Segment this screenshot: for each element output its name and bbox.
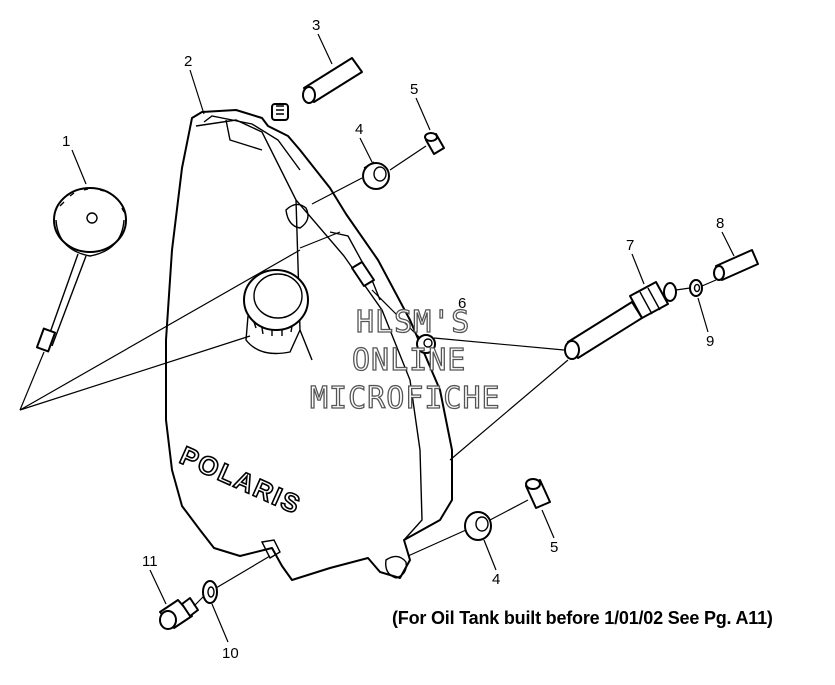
watermark-line-2: ONLINE xyxy=(352,343,466,378)
dipstick-cap-part-1 xyxy=(35,187,127,353)
filler-neck-part-2 xyxy=(243,269,309,355)
washer-part-10 xyxy=(202,580,218,604)
callout-3: 3 xyxy=(312,17,320,34)
callout-11: 11 xyxy=(142,553,158,570)
callout-labels: 1 2 3 4 5 6 7 8 9 4 5 11 10 xyxy=(62,17,724,662)
bushing-part-5-lower xyxy=(525,478,551,509)
oil-tank: POLARIS xyxy=(165,109,453,581)
watermark-line-1: HLSM'S xyxy=(356,305,470,340)
reference-note: (For Oil Tank built before 1/01/02 See P… xyxy=(392,608,773,628)
vent-hose-part-3 xyxy=(271,57,363,121)
callout-1: 1 xyxy=(62,133,70,150)
callout-8: 8 xyxy=(716,215,724,232)
clamp-part-6 xyxy=(351,261,436,354)
drain-plug-part-11 xyxy=(159,597,199,630)
bushing-part-5-upper xyxy=(424,132,445,155)
callout-4-lower: 4 xyxy=(492,571,500,588)
callout-6: 6 xyxy=(458,295,466,312)
grommet-part-4-lower xyxy=(464,511,492,541)
watermark: HLSM'S ONLINE MICROFICHE xyxy=(309,304,501,416)
watermark-line-3: MICROFICHE xyxy=(310,381,501,416)
callout-2: 2 xyxy=(184,53,192,70)
callout-5-lower: 5 xyxy=(550,539,558,556)
hose-part-8 xyxy=(713,249,759,281)
callout-7: 7 xyxy=(626,237,634,254)
fitting-part-7 xyxy=(564,281,677,360)
washer-part-9 xyxy=(689,279,703,297)
callout-5-upper: 5 xyxy=(410,81,418,98)
callout-9: 9 xyxy=(706,333,714,350)
grommet-part-4-upper xyxy=(362,161,390,190)
callout-4-upper: 4 xyxy=(355,121,363,138)
callout-10: 10 xyxy=(222,645,239,662)
assembly-lines xyxy=(19,33,735,643)
